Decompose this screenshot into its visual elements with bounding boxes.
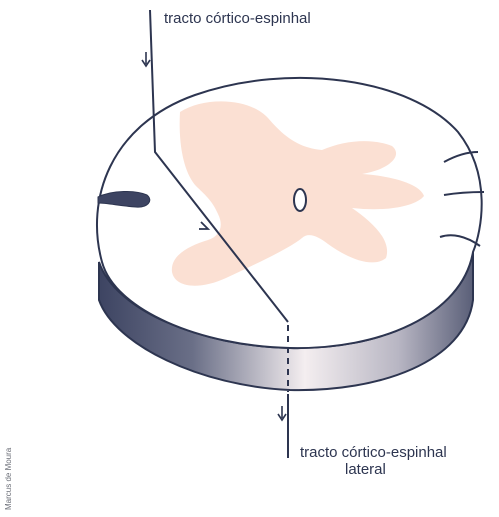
label-lateral: lateral	[345, 461, 386, 478]
arrow-down-icon	[278, 406, 286, 420]
label-lateral-corticospinal-tract: tracto córtico-espinhal	[300, 444, 447, 461]
arrow-down-icon	[142, 52, 150, 66]
image-credit: Marcus de Moura	[4, 448, 13, 510]
label-corticospinal-tract: tracto córtico-espinhal	[164, 10, 311, 27]
central-canal	[294, 189, 306, 211]
